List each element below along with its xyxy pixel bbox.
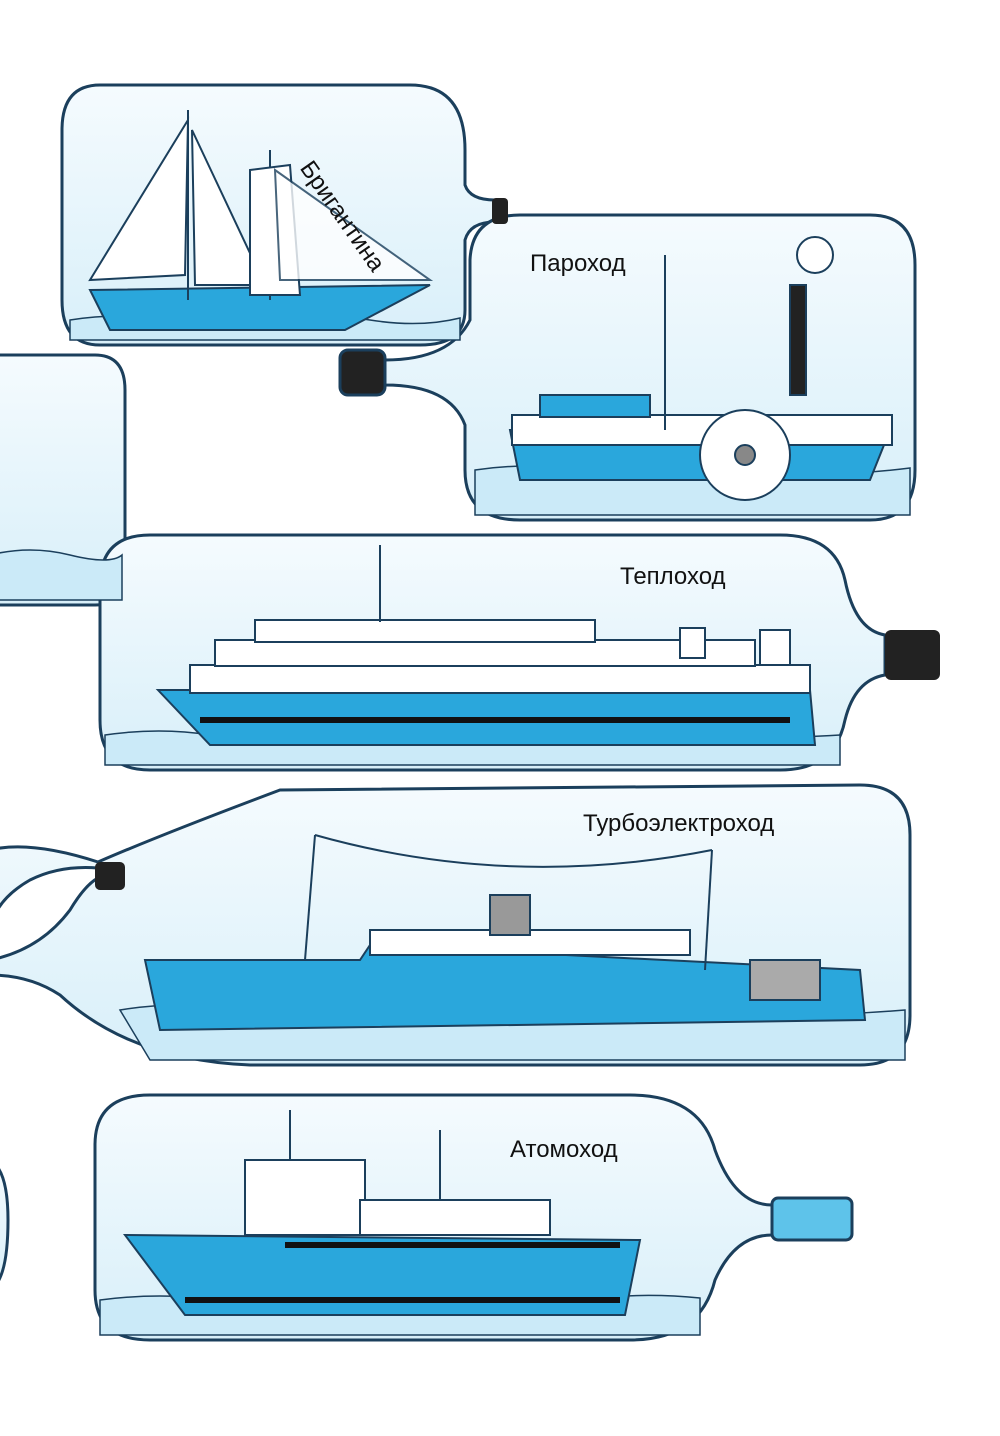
label-turboelectric: Турбоэлектроход: [583, 810, 775, 837]
cork-nuclear: [770, 1196, 854, 1242]
ship-steamship: [508, 236, 893, 501]
partial-bottle-lower-left: [0, 1168, 10, 1281]
ship-brigantine: [88, 110, 434, 331]
cork-brigantine: [492, 198, 508, 224]
cork-steamship: [338, 348, 387, 397]
cork-turboelectric: [95, 862, 125, 890]
ship-turboelectric: [143, 834, 867, 1032]
smoke-cloud: [796, 236, 834, 274]
label-motorship: Теплоход: [620, 563, 726, 590]
ship-nuclear: [122, 1110, 642, 1316]
cork-motorship: [885, 630, 940, 680]
label-nuclear: Атомоход: [510, 1136, 618, 1163]
ship-motorship: [155, 545, 817, 746]
label-steamship: Пароход: [530, 250, 626, 277]
